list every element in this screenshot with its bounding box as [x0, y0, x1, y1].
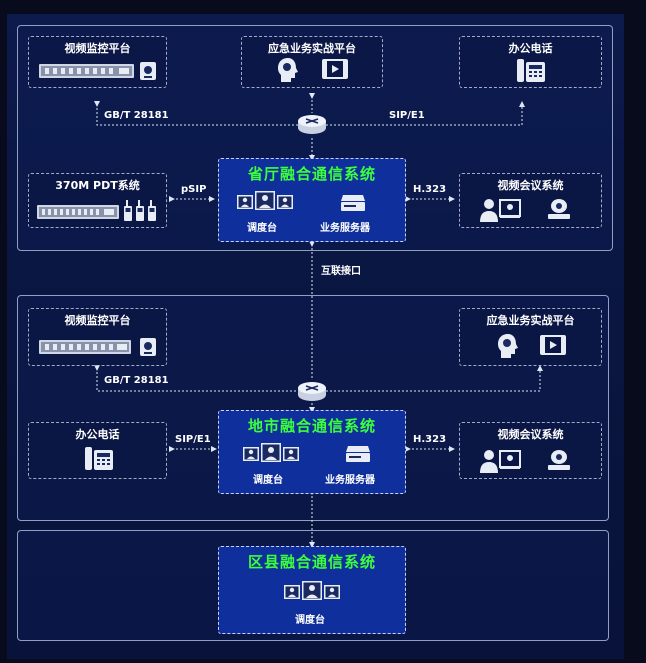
city-h323-label: H.323 — [413, 434, 447, 445]
city-router-icon — [298, 382, 326, 401]
desk-phone-icon — [517, 59, 545, 82]
province-dispatch-label: 调度台 — [247, 223, 277, 234]
interconnect-label: 互联接口 — [321, 266, 361, 277]
video-player-icon — [322, 59, 348, 79]
province-psip-label: pSIP — [181, 184, 207, 195]
walkie-talkie-icon — [124, 200, 156, 221]
province-router-icon — [298, 115, 326, 134]
province-video-platform: 视频监控平台 — [28, 36, 167, 88]
conference-terminal-icon — [548, 450, 570, 470]
head-brain-icon — [278, 58, 298, 82]
city-server-label: 业务服务器 — [325, 475, 375, 486]
server-icon — [346, 446, 370, 462]
city-core-system: 地市融合通信系统 调度台 业务服务器 — [218, 410, 406, 494]
county-core-system: 区县融合通信系统 调度台 — [218, 546, 406, 634]
province-video-conference: 视频会议系统 — [459, 173, 602, 228]
city-gb-label: GB/T 28181 — [104, 375, 169, 386]
city-sip-label: SIP/E1 — [175, 434, 211, 445]
county-dispatch-label: 调度台 — [295, 615, 325, 626]
conference-terminal-icon — [548, 199, 570, 219]
province-pdt-system: 370M PDT系统 — [28, 173, 167, 228]
city-dispatch-label: 调度台 — [253, 475, 283, 486]
province-emergency-platform: 应急业务实战平台 — [241, 36, 383, 88]
province-core-system: 省厅融合通信系统 调度台 业务服务器 — [218, 158, 406, 242]
dispatch-console-icon — [243, 443, 299, 462]
province-office-phone: 办公电话 — [459, 36, 602, 88]
province-gb-label: GB/T 28181 — [104, 110, 169, 121]
server-rack-icon — [39, 64, 134, 78]
video-player-icon — [540, 335, 566, 355]
camera-icon — [140, 62, 156, 80]
camera-icon — [140, 338, 156, 356]
dispatch-console-icon — [237, 191, 293, 210]
city-office-phone: 办公电话 — [28, 422, 167, 479]
head-brain-icon — [498, 334, 518, 358]
city-video-platform: 视频监控平台 — [28, 308, 167, 366]
presenter-screen-icon — [480, 450, 521, 473]
server-rack-icon — [37, 205, 119, 219]
dispatch-console-icon — [284, 581, 340, 600]
city-video-conference: 视频会议系统 — [459, 422, 602, 479]
province-sip-label: SIP/E1 — [389, 110, 425, 121]
server-rack-icon — [39, 340, 131, 354]
province-server-label: 业务服务器 — [320, 223, 370, 234]
server-icon — [341, 195, 365, 211]
city-emergency-platform: 应急业务实战平台 — [459, 308, 602, 366]
presenter-screen-icon — [480, 199, 521, 222]
province-h323-label: H.323 — [413, 184, 447, 195]
desk-phone-icon — [85, 447, 113, 470]
